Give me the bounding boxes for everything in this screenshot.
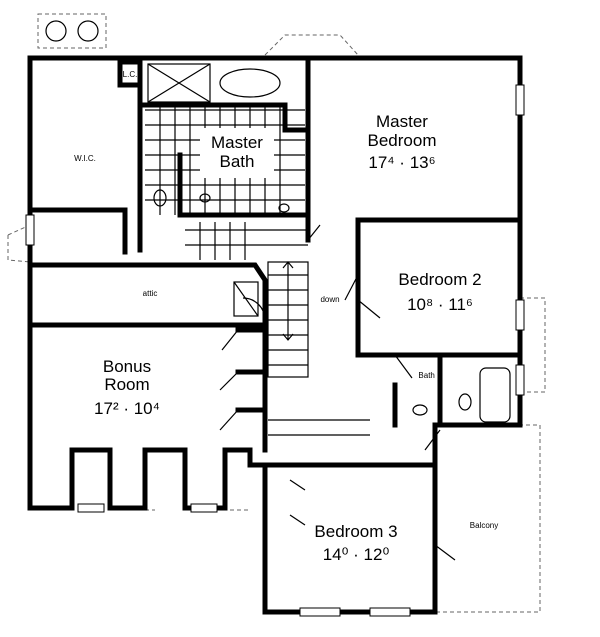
balcony-label: Balcony bbox=[470, 521, 498, 530]
master-bath-tile bbox=[145, 105, 305, 215]
master-bath-label: Master bbox=[211, 133, 263, 152]
exterior-walls bbox=[27, 55, 523, 615]
sink-icon bbox=[278, 203, 290, 213]
master-bedroom-label-2: Bedroom bbox=[368, 131, 437, 150]
stairs bbox=[185, 222, 370, 436]
bonus-room-size: 17² · 10⁴ bbox=[94, 399, 160, 418]
interior-walls bbox=[27, 55, 523, 468]
attic-label: attic bbox=[143, 289, 158, 298]
stairs-down-label: down bbox=[320, 295, 339, 304]
master-bedroom-size: 17⁴ · 13⁶ bbox=[368, 153, 435, 172]
bedroom3-label: Bedroom 3 bbox=[314, 522, 397, 541]
toilet-icon bbox=[153, 189, 167, 207]
bedroom2-size: 10⁸ · 11⁶ bbox=[407, 295, 473, 314]
bathtub-icon bbox=[219, 68, 281, 98]
wic-label: W.I.C. bbox=[74, 154, 96, 163]
bonus-room-label: Bonus bbox=[103, 357, 151, 376]
sink-icon bbox=[412, 404, 428, 416]
bedroom3-size: 14⁰ · 12⁰ bbox=[323, 545, 390, 564]
lc-label: L.C. bbox=[123, 70, 138, 79]
master-bath-label-2: Bath bbox=[220, 152, 255, 171]
bedroom2-label: Bedroom 2 bbox=[398, 270, 481, 289]
toilet-icon bbox=[458, 393, 472, 411]
doors bbox=[219, 224, 456, 561]
bonus-room-label-2: Room bbox=[104, 375, 149, 394]
bathtub-icon bbox=[479, 367, 511, 423]
fixtures bbox=[147, 63, 511, 423]
bath2-label: Bath 2 bbox=[418, 371, 442, 380]
master-bedroom-label: Master bbox=[376, 112, 428, 131]
sink-icon bbox=[199, 193, 211, 203]
windows bbox=[25, 84, 525, 617]
